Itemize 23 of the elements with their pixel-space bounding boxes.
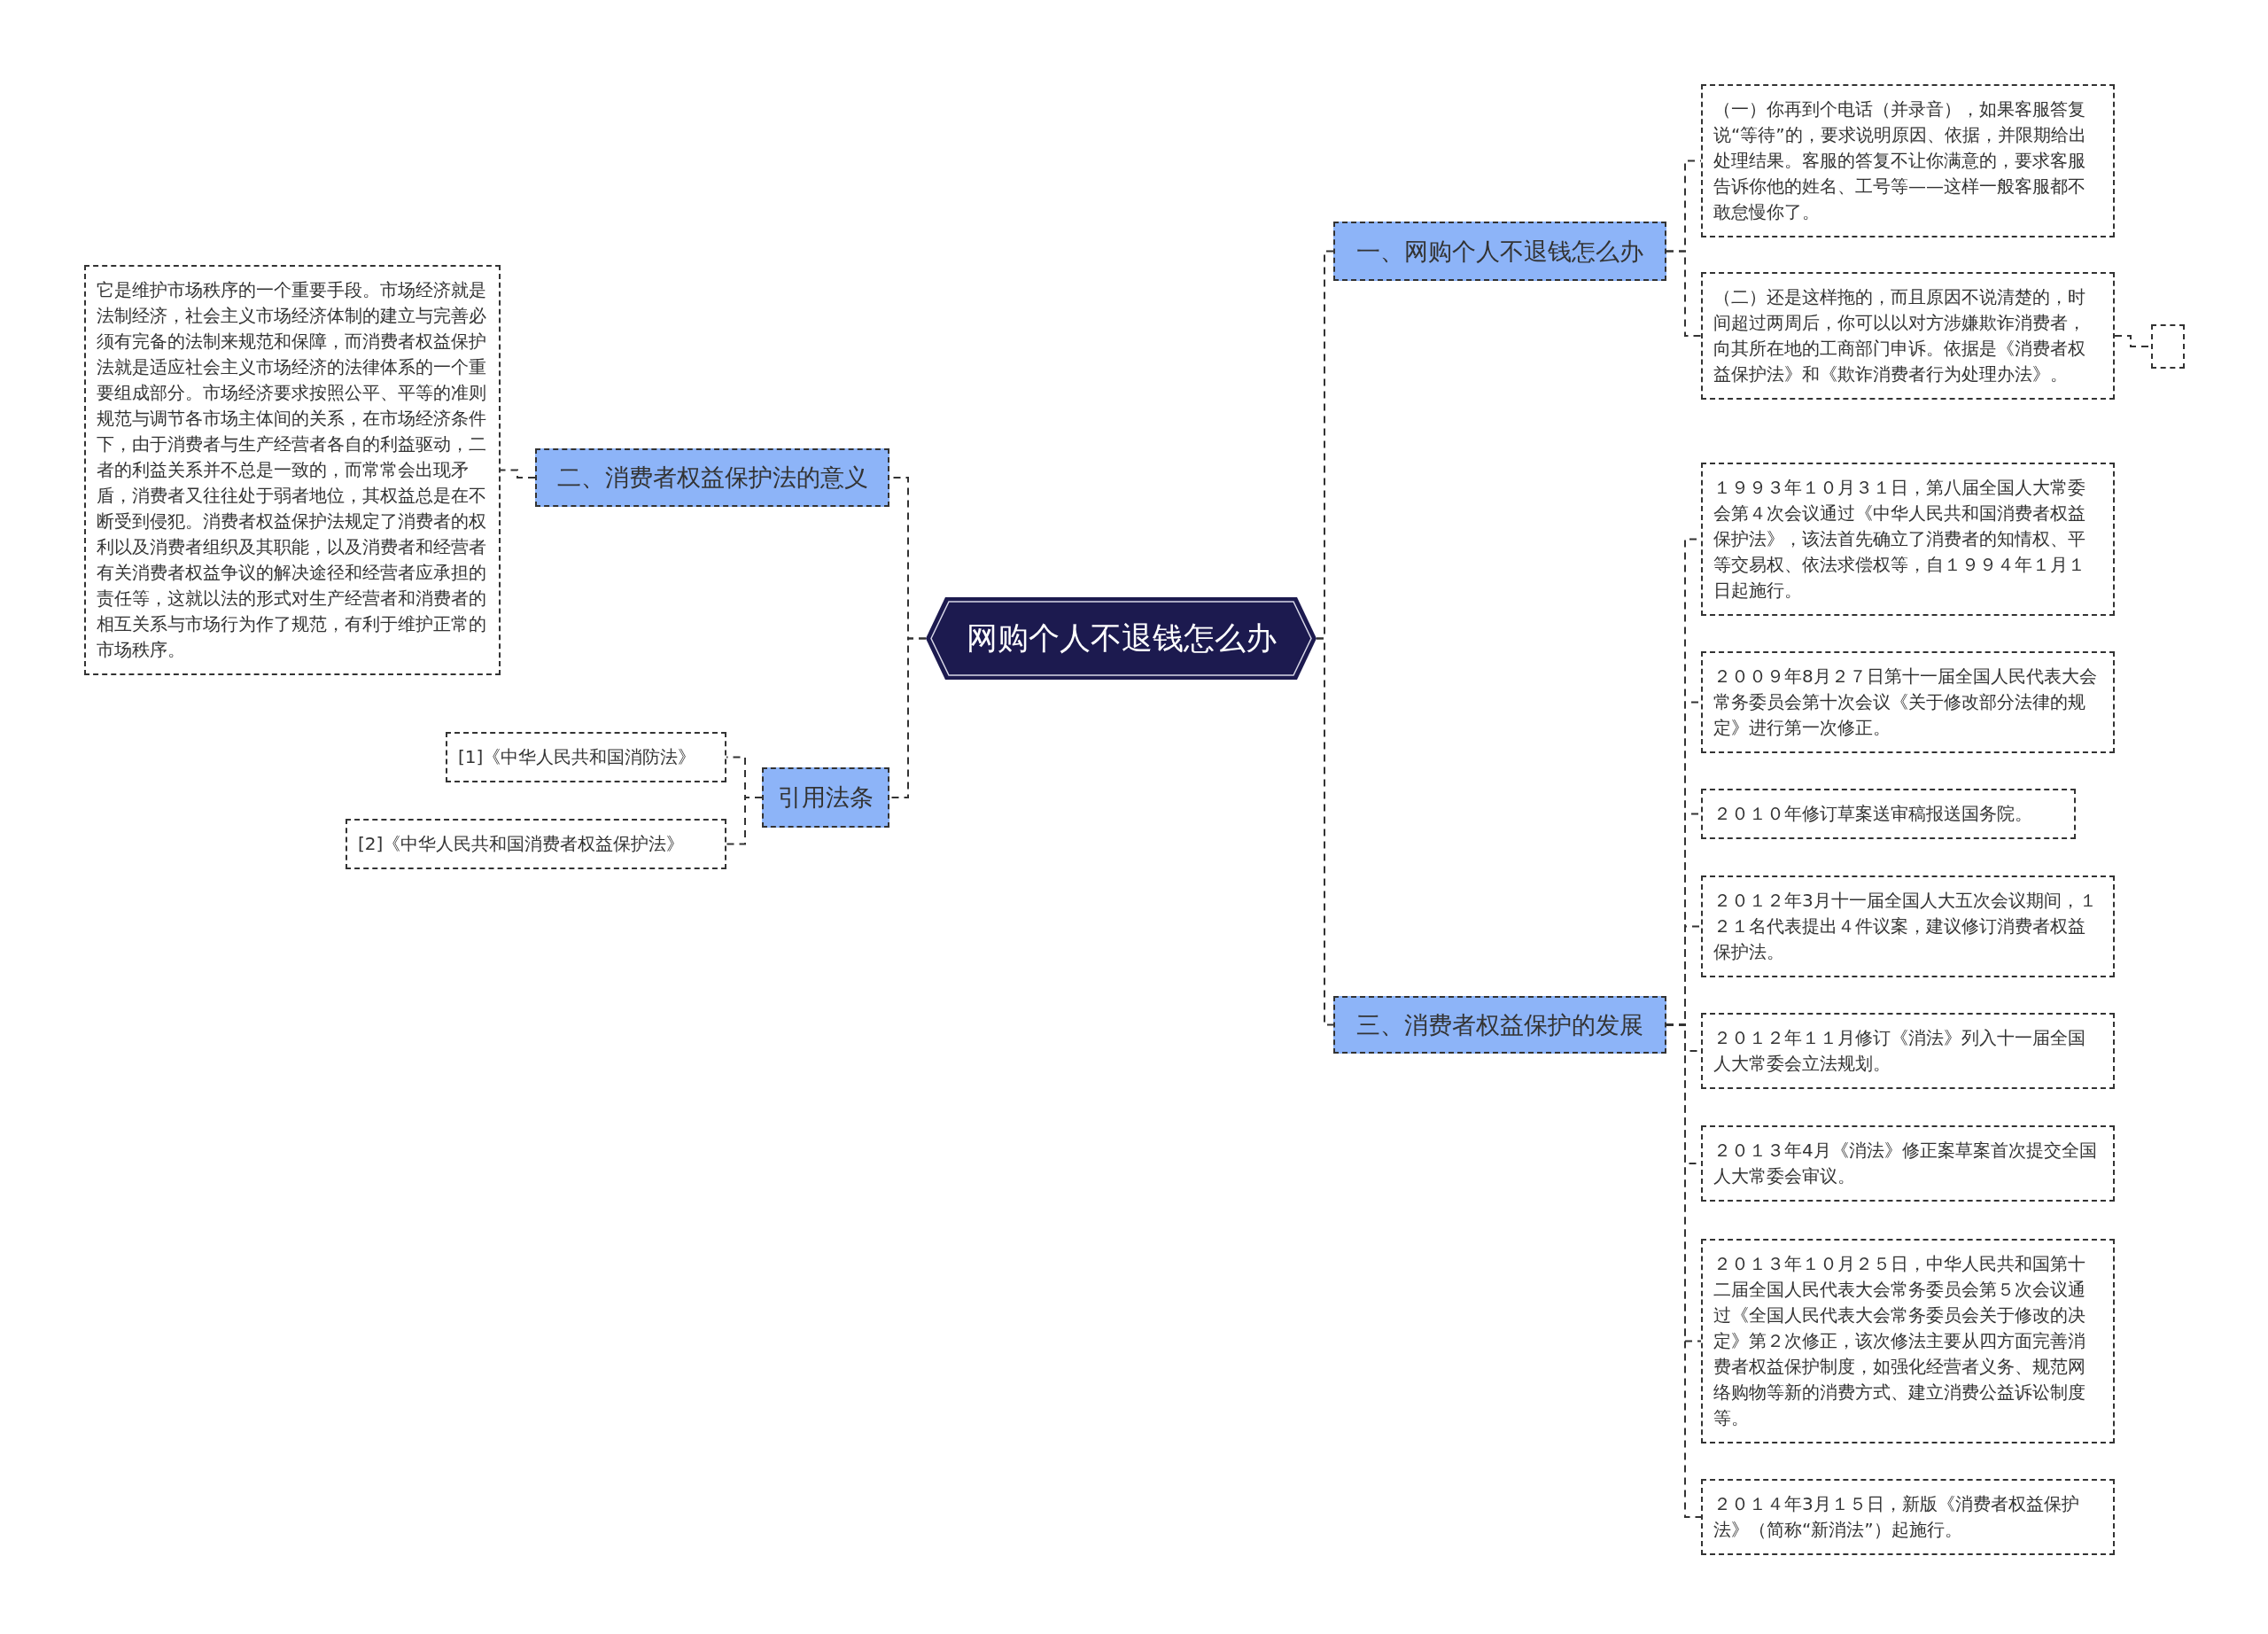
note-box: [1]《中华人民共和国消防法》 (446, 732, 726, 782)
note-box: ２０１２年3月十一届全国人大五次会议期间，１２１名代表提出４件议案，建议修订消费者权益保护法。 (1701, 875, 2115, 977)
note-box: [2]《中华人民共和国消费者权益保护法》 (346, 819, 726, 869)
note-box: ２０１０年修订草案送审稿报送国务院。 (1701, 789, 2076, 839)
branch-topic: 二、消费者权益保护法的意义 (535, 448, 889, 507)
connector-line (1666, 250, 1702, 337)
note-box: 它是维护市场秩序的一个重要手段。市场经济就是法制经济，社会主义市场经济体制的建立与完善必须有完备的法制来规范和保障，而消费者权益保护法就是适应社会主义市场经济的法律体系的一个重要组成部分。市场经济要求按照公平、平等的准则规范与调节各市场主体间的关系，在市场经济条件下，由于消费者与生产经营者各自的利益驱动，二者的利益关系并不总是一致的，而常常会出现矛盾，消费者又往往处于弱者地位，其权益总是在不断受到侵犯。消费者权益保护法规定了消费者的权利以及消费者组织及其职能，以及消费者和经营者有关消费者权益争议的解决途径和经营者应承担的责任等，这就以法的形式对生产经营者和消费者的相互关系与市场行为作了规范，有利于维护正常的市场秩序。 (84, 265, 501, 675)
note-box: （二）还是这样拖的，而且原因不说清楚的，时间超过两周后，你可以以对方涉嫌欺诈消费者，向其所在地的工商部门申诉。依据是《消费者权益保护法》和《欺诈消费者行为处理办法》。 (1701, 272, 2115, 400)
branch-topic: 一、网购个人不退钱怎么办 (1333, 222, 1666, 281)
empty-box (2151, 324, 2185, 369)
note-box: ２０１２年１１月修订《消法》列入十一届全国人大常委会立法规划。 (1701, 1013, 2115, 1089)
connector-line (500, 469, 536, 479)
connector-line (726, 797, 763, 845)
branch-topic: 引用法条 (762, 767, 889, 828)
branch-topic: 三、消费者权益保护的发展 (1333, 996, 1666, 1054)
connector-line (1316, 637, 1334, 1026)
note-box: ２０１４年3月１５日，新版《消费者权益保护法》（简称“新消法”）起施行。 (1701, 1479, 2115, 1555)
note-box: （一）你再到个电话（并录音），如果客服答复说“等待”的，要求说明原因、依据，并限期给出处理结果。客服的答复不让你满意的，要求客服告诉你他的姓名、工号等——这样一般客服都不敢怠慢你了。 (1701, 84, 2115, 237)
note-box: ２０１３年１０月２５日，中华人民共和国第十二届全国人民代表大会常务委员会第５次会议通过《全国人民代表大会常务委员会关于修改的决定》第２次修正，该次修法主要从四方面完善消费者权益保护制度，如强化经营者义务、规范网络购物等新的消费方式、建立消费公益诉讼制度等。 (1701, 1239, 2115, 1443)
note-box: ２００９年8月２７日第十一届全国人民代表大会常务委员会第十次会议《关于修改部分法律的规定》进行第一次修正。 (1701, 651, 2115, 753)
note-box: ２０１３年4月《消法》修正案草案首次提交全国人大常委会审议。 (1701, 1125, 2115, 1202)
note-box: １９９３年１０月３１日，第八届全国人大常委会第４次会议通过《中华人民共和国消费者权益保护法》，该法首先确立了消费者的知情权、平等交易权、依法求偿权等，自１９９４年１月１日起施行。 (1701, 463, 2115, 616)
central-topic-text: 网购个人不退钱怎么办 (966, 619, 1277, 657)
